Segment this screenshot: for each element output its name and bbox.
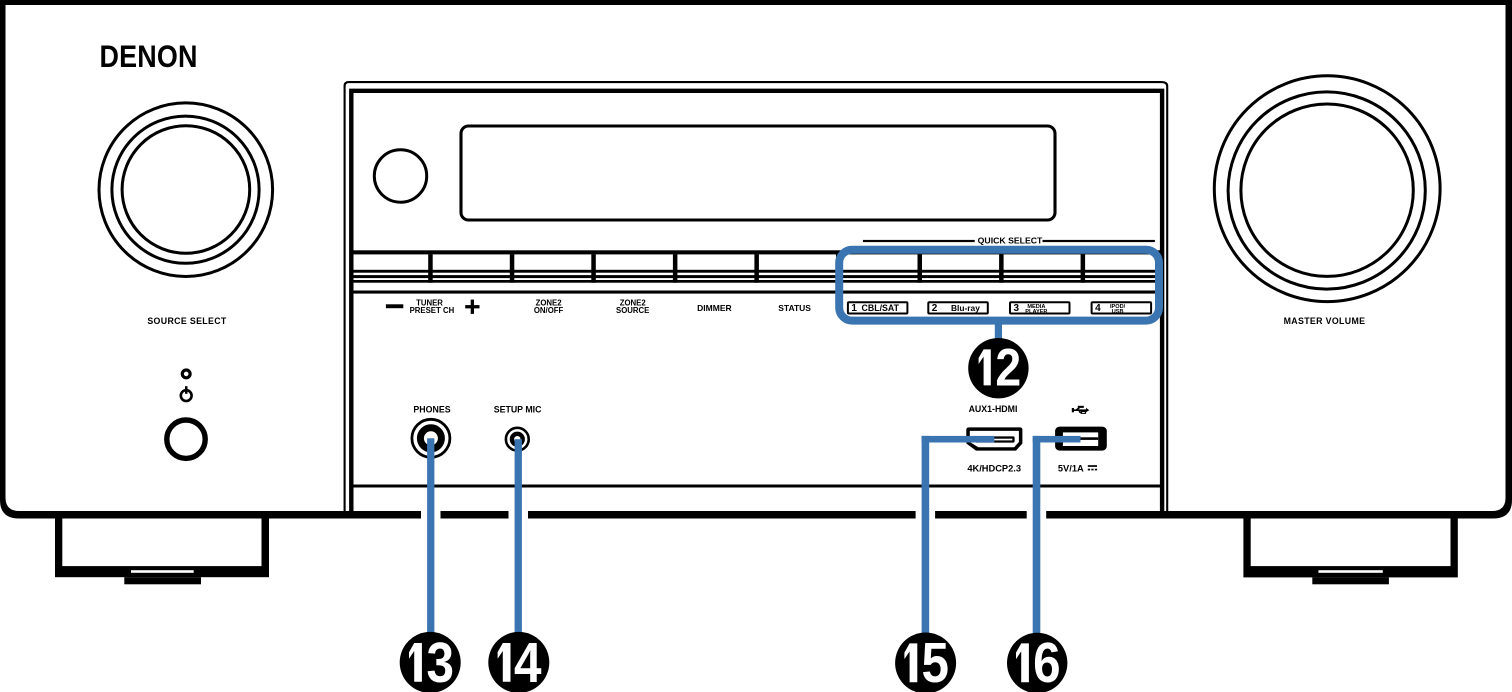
- svg-text:4: 4: [1095, 303, 1101, 314]
- svg-text:PHONES: PHONES: [413, 405, 450, 415]
- svg-text:USB: USB: [1112, 309, 1124, 315]
- svg-text:CBL/SAT: CBL/SAT: [862, 303, 900, 313]
- svg-text:5V/1A: 5V/1A: [1058, 463, 1084, 473]
- svg-text:TUNER: TUNER: [416, 298, 443, 307]
- svg-text:QUICK SELECT: QUICK SELECT: [978, 236, 1043, 246]
- svg-text:DIMMER: DIMMER: [697, 303, 731, 313]
- svg-text:SETUP MIC: SETUP MIC: [494, 405, 542, 415]
- svg-text:4K/HDCP2.3: 4K/HDCP2.3: [967, 464, 1021, 474]
- svg-text:ZONE2: ZONE2: [620, 298, 647, 307]
- svg-text:AUX1-HDMI: AUX1-HDMI: [969, 404, 1018, 414]
- svg-text:ZONE2: ZONE2: [536, 298, 563, 307]
- svg-text:PRESET CH: PRESET CH: [410, 306, 455, 315]
- svg-text:DENON: DENON: [100, 39, 198, 74]
- svg-text:MASTER VOLUME: MASTER VOLUME: [1284, 316, 1366, 326]
- svg-text:5: 5: [922, 632, 950, 692]
- svg-text:2: 2: [995, 338, 1021, 398]
- svg-text:SOURCE SELECT: SOURCE SELECT: [147, 316, 227, 326]
- svg-text:2: 2: [932, 303, 938, 314]
- svg-text:STATUS: STATUS: [778, 303, 811, 313]
- svg-text:IPOD/: IPOD/: [1110, 304, 1126, 310]
- svg-text:6: 6: [1033, 632, 1061, 692]
- svg-text:Blu-ray: Blu-ray: [951, 303, 980, 313]
- svg-text:3: 3: [427, 632, 455, 692]
- svg-text:MEDIA: MEDIA: [1027, 304, 1045, 310]
- svg-text:1: 1: [851, 303, 857, 314]
- svg-text:4: 4: [514, 632, 542, 692]
- svg-text:PLAYER: PLAYER: [1025, 309, 1047, 315]
- svg-text:ON/OFF: ON/OFF: [534, 306, 564, 315]
- svg-text:3: 3: [1014, 303, 1020, 314]
- svg-text:SOURCE: SOURCE: [616, 306, 649, 315]
